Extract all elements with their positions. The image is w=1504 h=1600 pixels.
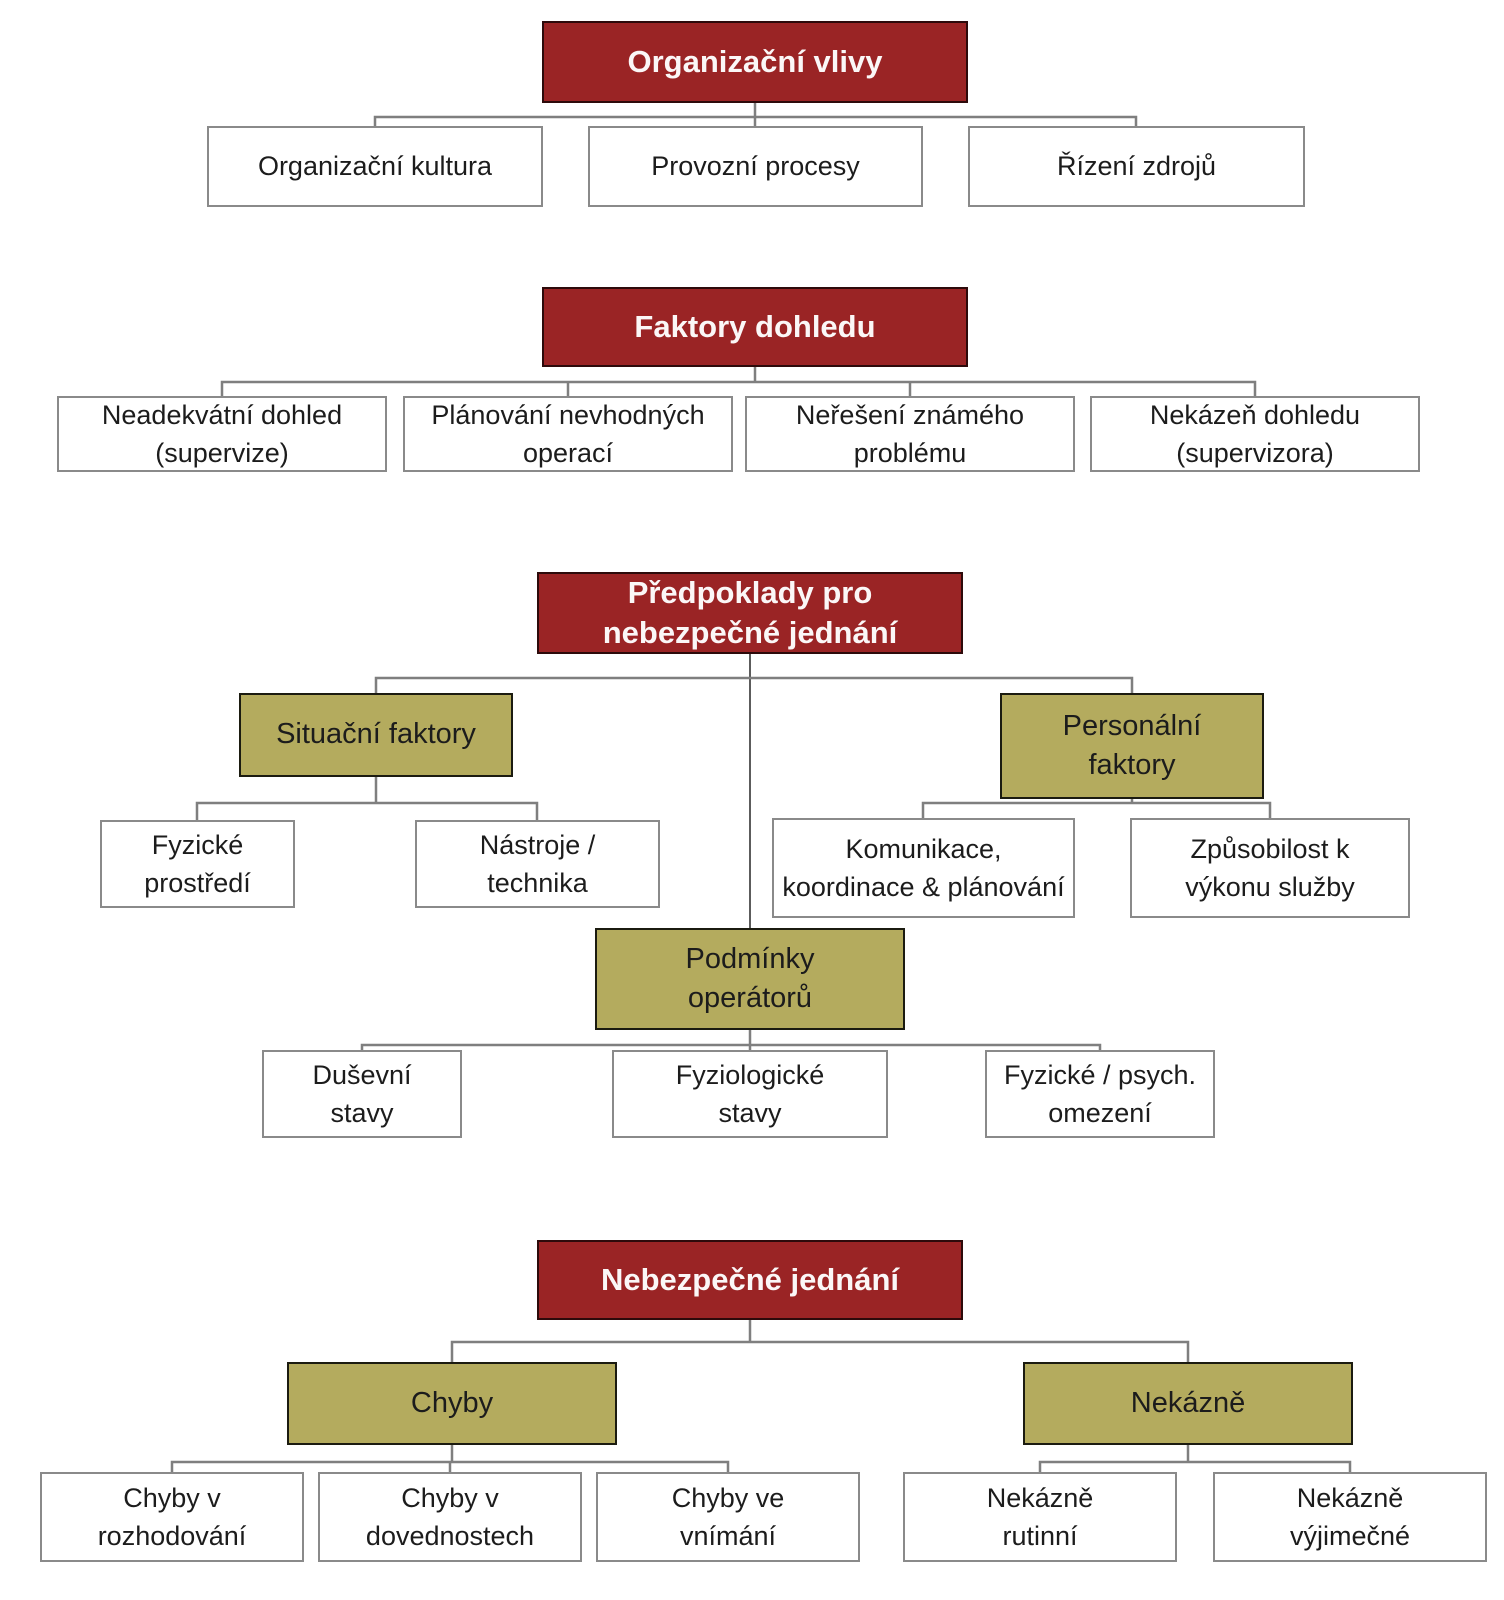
- node-nekazne: Nekázně: [1023, 1362, 1353, 1445]
- node-chyby: Chyby: [287, 1362, 617, 1445]
- node-chyby-v-dovednostech: Chyby v dovednostech: [318, 1472, 582, 1562]
- node-nebezpecne-jednani: Nebezpečné jednání: [537, 1240, 963, 1320]
- node-planovani-nevhodnych-operaci: Plánování nevhodných operací: [403, 396, 733, 472]
- node-neadekvatni-dohled: Neadekvátní dohled (supervize): [57, 396, 387, 472]
- node-organizacni-kultura: Organizační kultura: [207, 126, 543, 207]
- node-nereseni-znameho-problemu: Neřešení známého problému: [745, 396, 1075, 472]
- node-nekazne-rutinni: Nekázně rutinní: [903, 1472, 1177, 1562]
- node-zpusobilost-k-vykonu-sluzby: Způsobilost k výkonu služby: [1130, 818, 1410, 918]
- node-situacni-faktory: Situační faktory: [239, 693, 513, 777]
- node-nastroje-technika: Nástroje / technika: [415, 820, 660, 908]
- node-personalni-faktory: Personální faktory: [1000, 693, 1264, 799]
- node-provozni-procesy: Provozní procesy: [588, 126, 923, 207]
- node-dusevni-stavy: Duševní stavy: [262, 1050, 462, 1138]
- node-nekazne-vyjimecne: Nekázně výjimečné: [1213, 1472, 1487, 1562]
- node-komunikace-koordinace-planovani: Komunikace, koordinace & plánování: [772, 818, 1075, 918]
- node-chyby-ve-vnimani: Chyby ve vnímání: [596, 1472, 860, 1562]
- node-nekazen-dohledu: Nekázeň dohledu (supervizora): [1090, 396, 1420, 472]
- node-chyby-v-rozhodovani: Chyby v rozhodování: [40, 1472, 304, 1562]
- node-predpoklady-pro-nebezpecne-jednani: Předpoklady pro nebezpečné jednání: [537, 572, 963, 654]
- node-fyziologicke-stavy: Fyziologické stavy: [612, 1050, 888, 1138]
- node-organizacni-vlivy: Organizační vlivy: [542, 21, 968, 103]
- node-fyzicke-psych-omezeni: Fyzické / psych. omezení: [985, 1050, 1215, 1138]
- node-rizeni-zdroju: Řízení zdrojů: [968, 126, 1305, 207]
- node-podminky-operatoru: Podmínky operátorů: [595, 928, 905, 1030]
- node-fyzicke-prostredi: Fyzické prostředí: [100, 820, 295, 908]
- node-faktory-dohledu: Faktory dohledu: [542, 287, 968, 367]
